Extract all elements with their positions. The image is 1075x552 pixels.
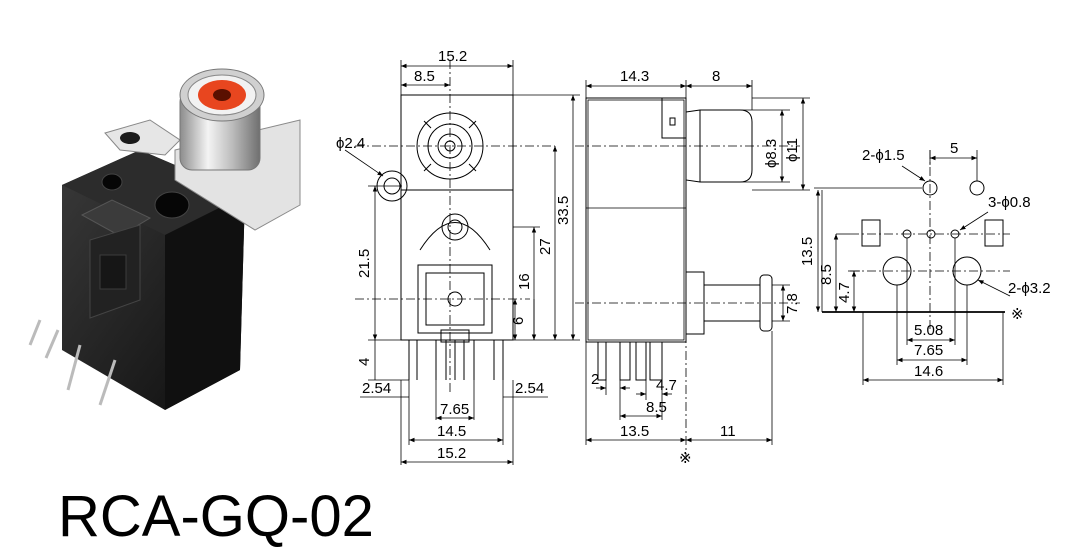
side-view: 14.3 8 ϕ8.3 ϕ11 7.8 2 4.7 8.5 13.5 11 ※ — [575, 68, 810, 467]
dim-offset-top: 8.5 — [414, 68, 435, 85]
dim-w-7-65: 7.65 — [440, 401, 469, 418]
dim-w-15-2: 15.2 — [437, 445, 466, 462]
front-view: 15.2 8.5 ϕ2.4 21.5 27 33.5 16 6 4 2.54 2… — [336, 48, 580, 465]
dim-pin-2: 2 — [591, 371, 599, 388]
dim-h-4-7: 4.7 — [836, 282, 853, 303]
dim-hole-dia: ϕ2.4 — [336, 135, 365, 152]
dim-base-13-5: 13.5 — [620, 423, 649, 440]
dim-w-14-6: 14.6 — [914, 363, 943, 380]
dim-pitch-left: 2.54 — [362, 380, 391, 397]
reference-mark-footprint: ※ — [1011, 306, 1024, 323]
dim-dia-8-3: ϕ8.3 — [763, 139, 780, 168]
dim-h-6: 6 — [510, 317, 527, 325]
dim-pitch-right: 2.54 — [515, 380, 544, 397]
dim-spacing-5: 5 — [950, 140, 958, 157]
dim-w-14-5: 14.5 — [437, 423, 466, 440]
dim-h-16: 16 — [516, 273, 533, 290]
dim-base-11: 11 — [720, 423, 736, 440]
pcb-footprint: 2-ϕ1.5 5 3-ϕ0.8 2-ϕ3.2 13.5 8.5 4.7 5.08… — [799, 140, 1051, 385]
dim-h-33-5: 33.5 — [555, 196, 572, 225]
dim-h-4: 4 — [356, 358, 373, 366]
dim-pin-8-5: 8.5 — [646, 399, 667, 416]
dim-holes-1-5: 2-ϕ1.5 — [862, 147, 905, 164]
dim-h-13-5: 13.5 — [799, 237, 816, 266]
dim-dia-11: ϕ11 — [784, 138, 801, 162]
dim-jack-len: 8 — [712, 68, 720, 85]
dim-pin-4-7: 4.7 — [656, 377, 677, 394]
dim-body-depth: 14.3 — [620, 68, 649, 85]
dim-h-27: 27 — [537, 238, 554, 255]
dim-w-7-65: 7.65 — [914, 342, 943, 359]
product-photo — [28, 68, 301, 410]
dim-width-top: 15.2 — [438, 48, 467, 65]
reference-mark-side: ※ — [679, 450, 692, 467]
dim-w-5-08: 5.08 — [914, 322, 943, 339]
part-number-title: RCA-GQ-02 — [58, 484, 374, 547]
dim-h-7-8: 7.8 — [784, 293, 801, 314]
dim-holes-3-2: 2-ϕ3.2 — [1008, 280, 1051, 297]
dim-holes-0-8: 3-ϕ0.8 — [988, 194, 1031, 211]
dim-h-8-5: 8.5 — [818, 264, 835, 285]
dim-h-21-5: 21.5 — [356, 249, 373, 278]
